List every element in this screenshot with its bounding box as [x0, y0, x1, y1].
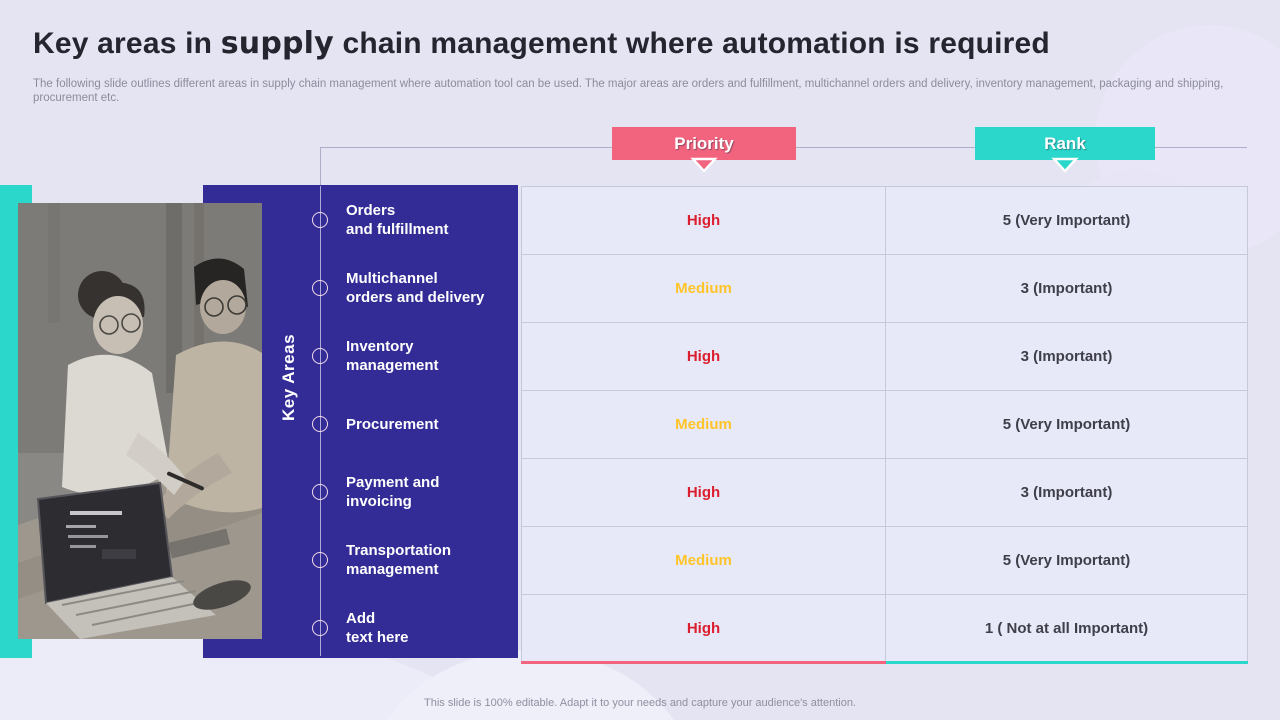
sidebar-item-procurement[interactable]: Procurement [346, 415, 439, 433]
arrow-down-icon [1051, 157, 1079, 173]
timeline-node-icon [312, 620, 328, 636]
timeline-node-icon [312, 416, 328, 432]
table-row: High 1 ( Not at all Important) [521, 594, 1248, 664]
table-row: High 3 (Important) [521, 322, 1248, 391]
rank-cell[interactable]: 5 (Very Important) [885, 526, 1248, 595]
table-row: High 5 (Very Important) [521, 186, 1248, 255]
rank-cell[interactable]: 3 (Important) [885, 322, 1248, 391]
connector-line-vertical [320, 147, 321, 187]
rank-cell[interactable]: 1 ( Not at all Important) [885, 594, 1248, 664]
priority-cell[interactable]: Medium [521, 254, 886, 323]
rank-header-label: Rank [1044, 133, 1086, 153]
priority-cell[interactable]: High [521, 322, 886, 391]
priority-cell[interactable]: High [521, 594, 886, 664]
priority-header-button[interactable]: Priority [612, 127, 796, 173]
table-row: High 3 (Important) [521, 458, 1248, 527]
priority-rank-table: High 5 (Very Important) Medium 3 (Import… [521, 186, 1248, 664]
slide-title[interactable]: Key areas in supply chain management whe… [33, 26, 1050, 61]
timeline-node-icon [312, 552, 328, 568]
priority-cell[interactable]: High [521, 186, 886, 255]
priority-cell[interactable]: Medium [521, 526, 886, 595]
priority-header-label: Priority [674, 133, 734, 153]
slide-subtitle[interactable]: The following slide outlines different a… [33, 78, 1224, 104]
priority-cell[interactable]: High [521, 458, 886, 527]
priority-cell[interactable]: Medium [521, 390, 886, 459]
team-photo [18, 203, 262, 639]
slide-footer-note: This slide is 100% editable. Adapt it to… [424, 697, 856, 709]
rank-cell[interactable]: 5 (Very Important) [885, 186, 1248, 255]
rank-cell[interactable]: 5 (Very Important) [885, 390, 1248, 459]
rank-header-button[interactable]: Rank [975, 127, 1155, 173]
timeline-node-icon [312, 212, 328, 228]
timeline-node-icon [312, 280, 328, 296]
arrow-down-icon [690, 157, 718, 173]
rank-cell[interactable]: 3 (Important) [885, 458, 1248, 527]
table-row: Medium 3 (Important) [521, 254, 1248, 323]
rank-cell[interactable]: 3 (Important) [885, 254, 1248, 323]
timeline-node-icon [312, 348, 328, 364]
table-row: Medium 5 (Very Important) [521, 526, 1248, 595]
title-highlight: supply [220, 26, 334, 61]
timeline-node-icon [312, 484, 328, 500]
table-row: Medium 5 (Very Important) [521, 390, 1248, 459]
